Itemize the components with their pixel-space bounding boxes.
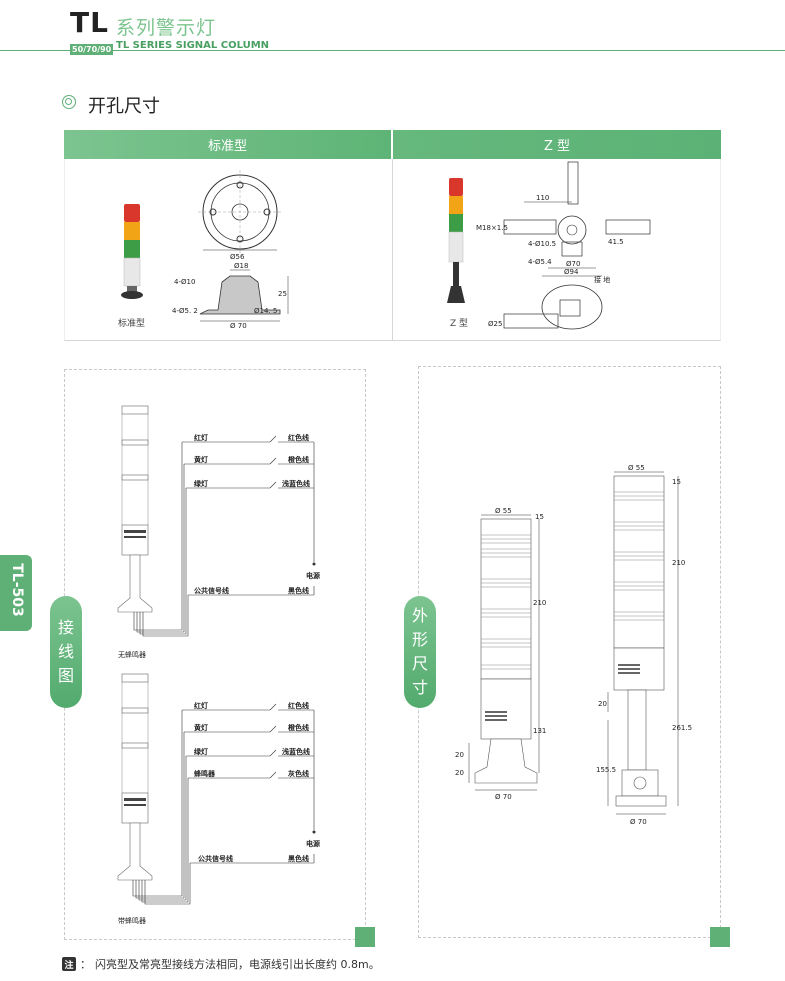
corner-marker-left — [355, 927, 375, 947]
outline-z-drawing: Ø 55 15 210 261.5 20 155.5 Ø 70 — [596, 464, 692, 826]
outline-standard-drawing: Ø 55 15 210 131 20 20 Ø 70 — [455, 507, 546, 801]
dim-zgnd: 接 地 — [594, 275, 610, 284]
series-title-en: TL SERIES SIGNAL COLUMN — [116, 40, 270, 51]
side-page-tab — [0, 555, 32, 631]
label-yellow-lamp: 黄灯 — [194, 455, 208, 464]
label-orange-wire: 橙色线 — [288, 455, 309, 464]
standard-lamp-photo — [121, 204, 143, 299]
corner-marker-right — [710, 927, 730, 947]
label-orange-wire: 橙色线 — [288, 723, 309, 732]
dim-right-h210: 210 — [672, 559, 685, 567]
dim-right-h2615: 261.5 — [672, 724, 692, 732]
label-buzzer: 蜂鸣器 — [194, 769, 216, 778]
header-rule — [0, 50, 785, 51]
dim-z70: Ø70 — [566, 260, 580, 268]
label-black-wire: 黑色线 — [288, 586, 309, 595]
caption-no-buzzer: 无蜂鸣器 — [118, 650, 146, 659]
dim-left-h20b: 20 — [455, 769, 464, 777]
table-header-standard: 标准型 — [64, 130, 391, 159]
wiring-diagram-buzzer: 红灯 红色线 黄灯 橙色线 绿灯 浅蓝色线 蜂鸣器 灰色线 电源 公共信号线 黑… — [117, 673, 320, 925]
outline-tab: 外 形 尺 寸 — [404, 596, 436, 708]
table-divider — [392, 159, 393, 341]
label-red-wire: 红色线 — [288, 433, 309, 442]
note-colon: ： — [80, 958, 91, 971]
dim-left-d70: Ø 70 — [495, 793, 512, 801]
section-title: 开孔尺寸 — [88, 96, 160, 117]
dim-right-d70: Ø 70 — [630, 818, 647, 826]
label-red-lamp: 红灯 — [194, 433, 208, 442]
label-lightblue-wire: 浅蓝色线 — [282, 479, 310, 488]
z-mount-drawing: 110 M18×1.5 4-Ø10.5 4-Ø5.4 Ø70 41.5 接 地 … — [476, 161, 651, 330]
footnote: 注 ： 闪亮型及常亮型接线方法相同，电源线引出长度约 0.8m。 — [62, 956, 380, 972]
size-badge: 50/70/90 — [70, 44, 114, 55]
double-circle-icon — [62, 95, 76, 109]
label-black-wire: 黑色线 — [288, 854, 309, 863]
label-power: 电源 — [306, 839, 320, 848]
label-gray-wire: 灰色线 — [288, 769, 309, 778]
dim-z54: 4-Ø5.4 — [528, 258, 552, 266]
dim-d56: Ø56 — [230, 253, 245, 261]
z-lamp-photo — [447, 178, 465, 303]
label-common: 公共信号线 — [198, 854, 233, 863]
dim-right-h20: 20 — [598, 700, 607, 708]
note-text: 闪亮型及常亮型接线方法相同，电源线引出长度约 0.8m。 — [95, 958, 380, 971]
dim-zm18: M18×1.5 — [476, 224, 508, 232]
dim-right-h1555: 155.5 — [596, 766, 616, 774]
dim-d18: Ø18 — [234, 262, 248, 270]
note-badge: 注 — [62, 957, 76, 971]
label-red-lamp: 红灯 — [194, 701, 208, 710]
dim-d70: Ø 70 — [230, 322, 247, 330]
z-caption: Z 型 — [450, 319, 469, 329]
label-yellow-lamp: 黄灯 — [194, 723, 208, 732]
label-green-lamp: 绿灯 — [194, 747, 208, 756]
label-red-wire: 红色线 — [288, 701, 309, 710]
caption-buzzer: 带蜂鸣器 — [118, 916, 146, 925]
dim-left-h15: 15 — [535, 513, 544, 521]
dim-right-h15: 15 — [672, 478, 681, 486]
dim-z105: 4-Ø10.5 — [528, 240, 556, 248]
dim-h25: 25 — [278, 290, 287, 298]
wiring-tab: 接 线 图 — [50, 596, 82, 708]
label-lightblue-wire: 浅蓝色线 — [282, 747, 310, 756]
label-power: 电源 — [306, 571, 320, 580]
side-page-tab-label: TL-503 — [9, 563, 25, 617]
dim-left-d55: Ø 55 — [495, 507, 512, 515]
dim-z25: Ø25 — [488, 320, 502, 328]
dim-left-h131: 131 — [533, 727, 546, 735]
dim-4d10: 4-Ø10 — [174, 278, 195, 286]
dim-right-d55: Ø 55 — [628, 464, 645, 472]
series-title-cn: 系列警示灯 — [116, 17, 217, 39]
dim-left-h210: 210 — [533, 599, 546, 607]
dim-4d52: 4-Ø5. 2 — [172, 307, 198, 315]
standard-mount-drawing: Ø56 Ø18 25 4-Ø10 4-Ø5. 2 Ø14. 5 Ø 70 — [172, 170, 289, 330]
dim-left-h20a: 20 — [455, 751, 464, 759]
label-green-lamp: 绿灯 — [194, 479, 208, 488]
dim-z415: 41.5 — [608, 238, 624, 246]
brand-title: TL — [70, 6, 109, 39]
wiring-diagram-no-buzzer: 红灯 红色线 黄灯 橙色线 绿灯 浅蓝色线 电源 公共信号线 黑色线 无蜂鸣器 — [117, 405, 320, 659]
table-header-z: Z 型 — [393, 130, 721, 159]
dim-z110: 110 — [536, 194, 549, 202]
dim-d145: Ø14. 5 — [254, 307, 277, 315]
dim-z94: Ø94 — [564, 268, 579, 276]
label-common: 公共信号线 — [194, 586, 229, 595]
standard-caption: 标准型 — [118, 319, 146, 329]
